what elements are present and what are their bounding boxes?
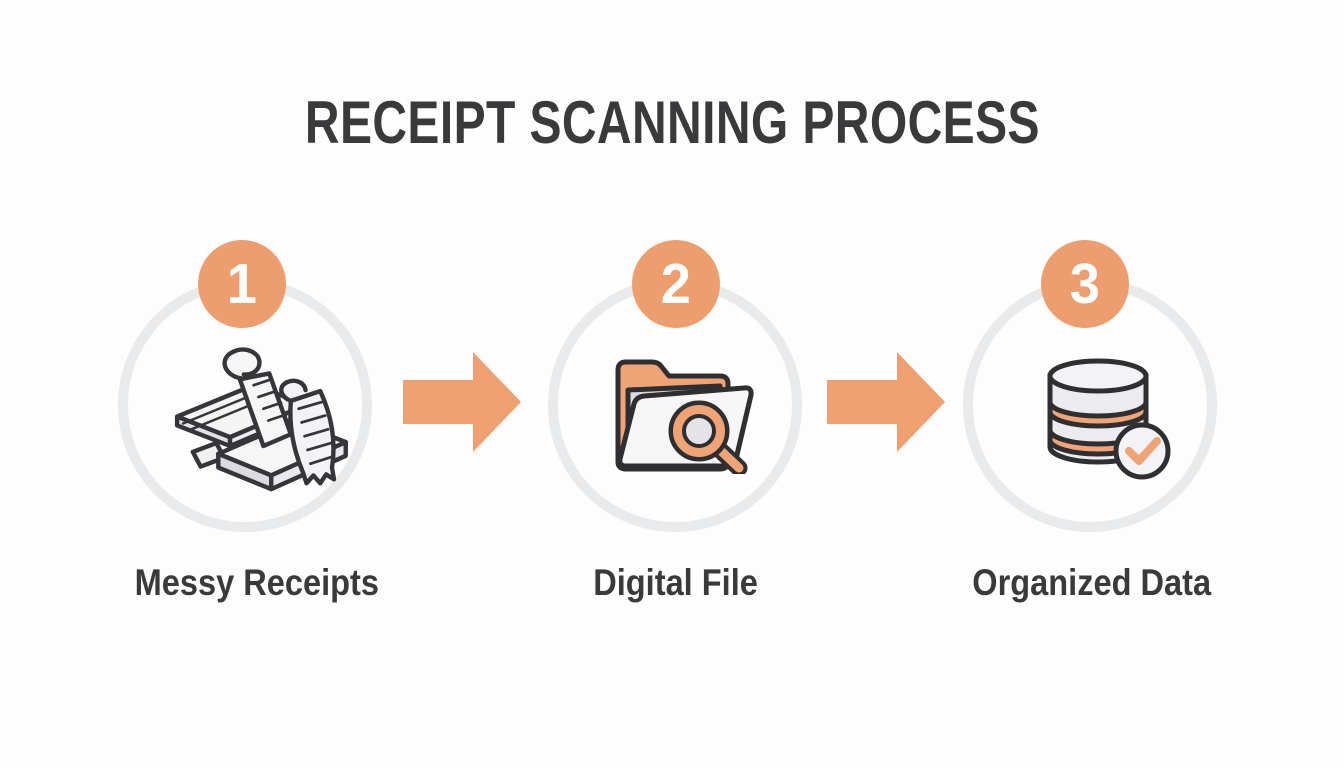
step3-label: Organized Data: [972, 562, 1212, 603]
step3-number-badge: 3: [1041, 240, 1129, 328]
messy-receipts-icon: [174, 347, 348, 492]
arrow-right-icon: [827, 352, 945, 452]
step1-number-badge: 1: [198, 240, 286, 328]
arrow-right-icon: [403, 352, 521, 452]
step2-label: Digital File: [593, 562, 759, 603]
step2-number-badge: 2: [632, 240, 720, 328]
folder-search-icon: [615, 359, 754, 474]
database-check-icon: [1047, 358, 1171, 480]
step1-label: Messy Receipts: [134, 562, 380, 603]
page-title: RECEIPT SCANNING PROCESS: [304, 89, 1040, 156]
